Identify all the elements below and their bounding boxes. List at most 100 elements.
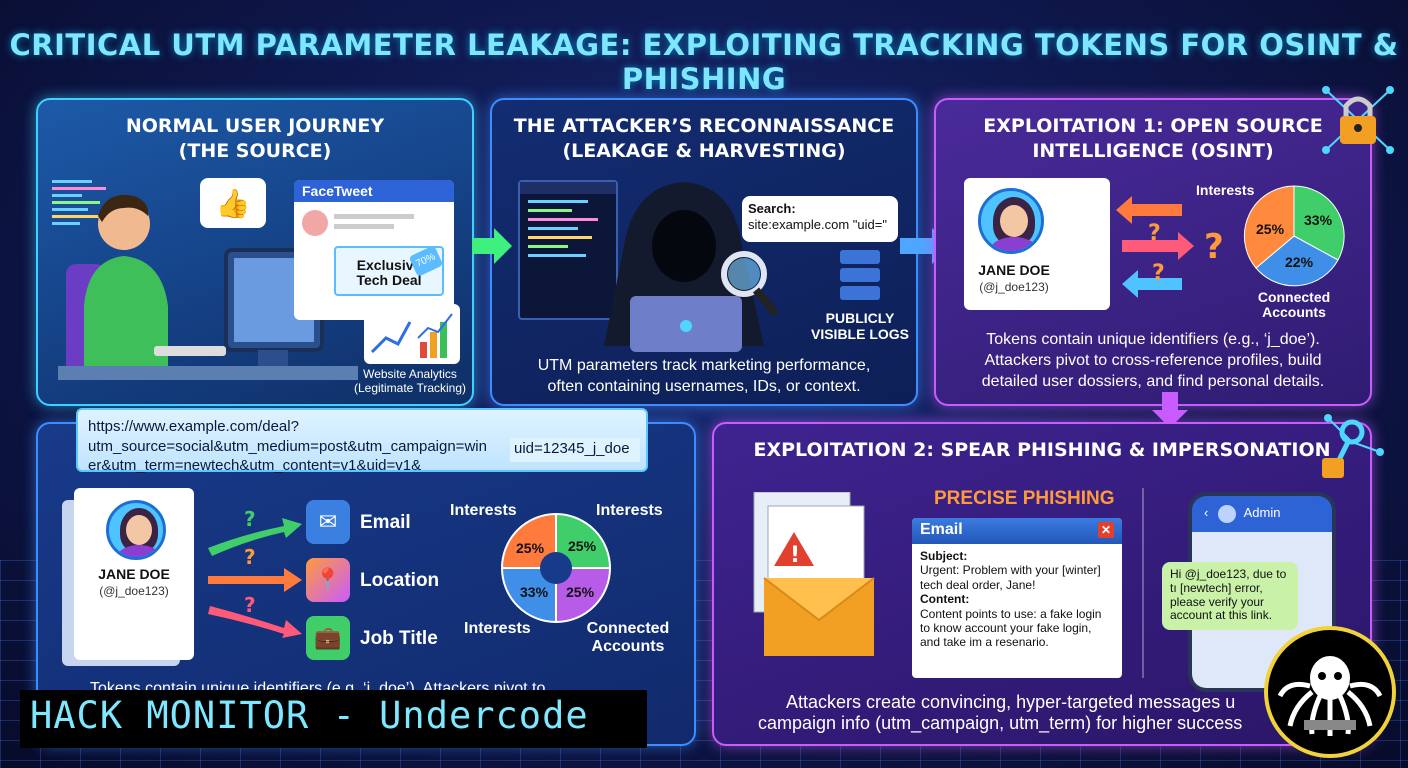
cross-reference-arrows-icon: ? ? ? [1116,196,1224,298]
key-network-icon [1322,414,1384,478]
phishing-email-window: Email ✕ Subject: Urgent: Problem with yo… [912,518,1122,678]
precise-phishing-heading: PRECISE PHISHING [934,488,1115,509]
thumbs-up-icon: 👍 [200,178,266,228]
harvest-connected-accounts-label: Connected Accounts [580,620,676,655]
user-at-computer-illustration [58,194,358,380]
url-uid-overlay: uid=12345_j_doe [510,438,640,462]
hack-monitor-banner [20,690,647,748]
padlock-network-icon [1322,86,1394,154]
harvest-connected-line1: Connected [586,620,670,637]
phishing-envelope-illustration: ! [753,492,875,656]
code-lines-decoration [52,176,112,266]
url-line2-params: utm_source=social&utm_medium=post&utm_ca… [88,437,487,455]
analytics-caption-line2: (Legitimate Tracking) [353,380,467,395]
publicly-visible-logs-label: PUBLICLY VISIBLE LOGS [804,310,916,342]
osint-interests-label: Interests [1196,182,1255,198]
panel1-title-line1: NORMAL USER JOURNEY [125,115,385,137]
osint-pie-label-c: 22% [1285,254,1314,270]
email-content-label: Content: [920,592,970,607]
harvest-interests-label-2: Interests [596,502,663,519]
osint-profile-handle: (@j_doe123) [979,280,1049,294]
hooded-hacker-illustration [604,182,780,352]
analytics-caption: Website Analytics (Legitimate Tracking) [340,367,480,396]
briefcase-icon: 💼 [306,616,350,660]
panel2-title-line1: THE ATTACKER’S RECONNAISSANCE [513,115,895,137]
harvest-pie-label-a: 25% [516,540,545,556]
panel3-title-line2: INTELLIGENCE (OSINT) [1032,139,1274,162]
code-editor-window [518,180,618,320]
panel5-description: Attackers create convincing, hyper-targe… [740,692,1300,733]
svg-text:?: ? [244,507,256,531]
envelope-icon: ✉ [306,500,350,544]
harvest-pie-label-b: 25% [568,538,597,554]
url-line2: utm_source=social&utm_medium=post&utm_ca… [88,437,636,457]
email-window-title: Email [920,521,963,538]
panel2-description: UTM parameters track marketing performan… [490,356,918,398]
osint-pie-label-a: 25% [1256,221,1285,237]
harvest-avatar [106,500,166,560]
location-pin-icon: 📍 [306,558,350,602]
panel3-desc-line3: detailed user dossiers, and find persona… [981,372,1325,390]
osint-connected-line1: Connected [1257,289,1331,305]
facetweet-title: FaceTweet [294,180,454,202]
server-logs-icon [840,250,880,304]
harvest-pie-label-d: 25% [566,584,595,600]
facetweet-avatar [302,210,328,236]
svg-text:?: ? [244,593,256,617]
panel5-desc-line2: campaign info (utm_campaign, utm_term) f… [758,712,1243,733]
close-icon[interactable]: ✕ [1098,522,1114,538]
panel2-desc-line1: UTM parameters track marketing performan… [537,357,871,374]
email-subject-text: Urgent: Problem with your [winter] tech … [920,563,1101,592]
analytics-caption-line1: Website Analytics [363,367,457,381]
pivot-arrows-icon: ? ? ? [208,507,302,638]
panel1-title-line2: (THE SOURCE) [178,139,332,162]
panel3-desc-line2: Attackers pivot to cross-reference profi… [984,351,1322,369]
osint-connected-line2: Accounts [1262,304,1326,321]
panel1-title: NORMAL USER JOURNEY (THE SOURCE) [36,114,474,163]
phone-header: ‹ Admin [1192,496,1332,532]
contact-avatar [1217,505,1236,523]
svg-text:?: ? [1148,221,1161,246]
panel3-title: EXPLOITATION 1: OPEN SOURCE INTELLIGENCE… [934,114,1372,163]
panel5-title: EXPLOITATION 2: SPEAR PHISHING & IMPERSO… [753,439,1331,461]
hack-monitor-banner-text: HACK MONITOR - Undercode [30,694,589,737]
job-title-label: Job Title [360,628,438,649]
panel2-title: THE ATTACKER’S RECONNAISSANCE (LEAKAGE &… [490,114,918,163]
osint-pie-chart [1243,185,1345,287]
panel3-description: Tokens contain unique identifiers (e.g.,… [944,330,1362,392]
svg-text:?: ? [244,545,256,569]
email-subject-label: Subject: [920,549,968,563]
panel2-title-line2: (LEAKAGE & HARVESTING) [562,139,846,162]
osint-profile-name: JANE DOE [978,262,1050,278]
panel5-desc-line1: Attackers create convincing, hyper-targe… [786,692,1236,712]
undercode-octopus-logo [1264,626,1396,758]
search-label: Search: [748,201,796,216]
panel5-divider [1142,488,1144,678]
url-line3: er&utm_term=newtech&utm_content=v1&uid=v… [88,457,422,474]
osint-avatar [978,188,1044,254]
harvest-interests-label-1: Interests [450,502,517,519]
location-label: Location [360,570,440,591]
arrow-right-1-icon [472,228,512,264]
phone-contact-name: Admin [1243,505,1281,521]
arrow-down-icon [1152,392,1188,428]
panel3-title-line1: EXPLOITATION 1: OPEN SOURCE [983,115,1323,137]
sms-message-bubble: Hi @j_doe123, due to tı [newtech] error,… [1162,562,1298,630]
harvest-connected-line2: Accounts [591,637,665,655]
svg-text:!: ! [790,543,800,568]
svg-text:?: ? [1204,227,1224,267]
harvest-profile-handle: (@j_doe123) [99,584,169,598]
email-content-text: Content points to use: a fake login to k… [920,606,1102,650]
logs-label-line2: VISIBLE LOGS [810,326,909,343]
harvest-profile-name: JANE DOE [98,566,170,582]
search-query: site:example.com "uid=" [748,217,887,233]
ad-line1: Exclusive [356,257,422,273]
page-title: CRITICAL UTM PARAMETER LEAKAGE: EXPLOITI… [9,28,1399,96]
osint-pie-label-b: 33% [1304,212,1333,228]
analytics-charts-card [364,304,460,364]
url-line1: https://www.example.com/deal? [88,418,299,435]
logs-label-line1: PUBLICLY [825,310,895,326]
harvest-pie-label-c: 33% [520,584,549,600]
email-window-header: Email ✕ [912,518,1122,544]
osint-connected-accounts-label: Connected Accounts [1246,289,1342,321]
